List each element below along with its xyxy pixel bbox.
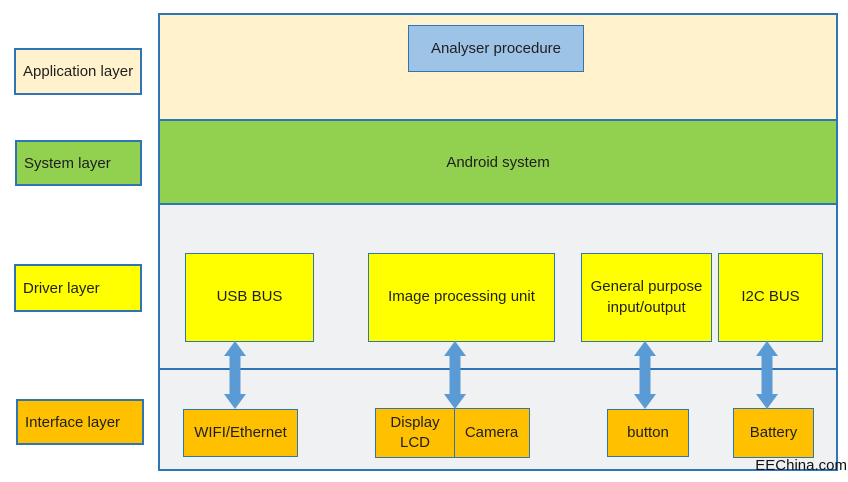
wifi-ethernet-label: WIFI/Ethernet (194, 423, 287, 441)
application-layer-band: Analyser procedure (160, 15, 836, 119)
driver-box-image-processing-unit: Image processing unit (368, 253, 555, 342)
layer-label-interface: Interface layer (16, 399, 144, 445)
analyser-procedure-label: Analyser procedure (430, 40, 562, 57)
camera-label: Camera (464, 423, 519, 441)
system-layer-band: Android system (160, 119, 836, 205)
layer-label-system: System layer (15, 140, 142, 186)
i2c-bus-label: I2C BUS (741, 288, 800, 306)
display-lcd-label: Display LCD (390, 413, 440, 451)
driver-box-general-purpose-io: General purpose input/output (581, 253, 712, 342)
interface-box-button: button (607, 409, 689, 457)
button-label: button (627, 423, 669, 441)
interface-box-camera: Camera (453, 408, 530, 458)
android-system-label: Android system (446, 153, 550, 171)
layer-label-application-text: Application layer (23, 63, 134, 80)
interface-box-display-lcd: Display LCD (375, 408, 455, 458)
driver-layer-band: USB BUS Image processing unit General pu… (160, 205, 836, 368)
layer-label-application: Application layer (14, 48, 142, 95)
driver-box-i2c-bus: I2C BUS (718, 253, 823, 342)
layer-label-system-text: System layer (24, 154, 111, 172)
driver-box-usb-bus: USB BUS (185, 253, 314, 342)
analyser-procedure-box: Analyser procedure (408, 25, 584, 72)
layer-label-interface-text: Interface layer (25, 413, 121, 431)
watermark: EEChina.com (755, 457, 847, 474)
double-arrow-icon (634, 341, 656, 409)
interface-box-battery: Battery (733, 408, 814, 458)
architecture-stack: Analyser procedure Android system USB BU… (158, 13, 838, 471)
layer-label-driver-text: Driver layer (23, 279, 100, 297)
general-purpose-io-label: General purpose input/output (590, 278, 703, 316)
double-arrow-icon (756, 341, 778, 409)
interface-box-wifi-ethernet: WIFI/Ethernet (183, 409, 298, 457)
usb-bus-label: USB BUS (216, 288, 283, 306)
double-arrow-icon (224, 341, 246, 409)
layer-label-driver: Driver layer (14, 264, 142, 312)
battery-label: Battery (749, 423, 798, 441)
image-processing-unit-label: Image processing unit (388, 288, 535, 306)
double-arrow-icon (444, 341, 466, 409)
interface-layer-band: WIFI/Ethernet Display LCD Camera button … (160, 368, 836, 469)
